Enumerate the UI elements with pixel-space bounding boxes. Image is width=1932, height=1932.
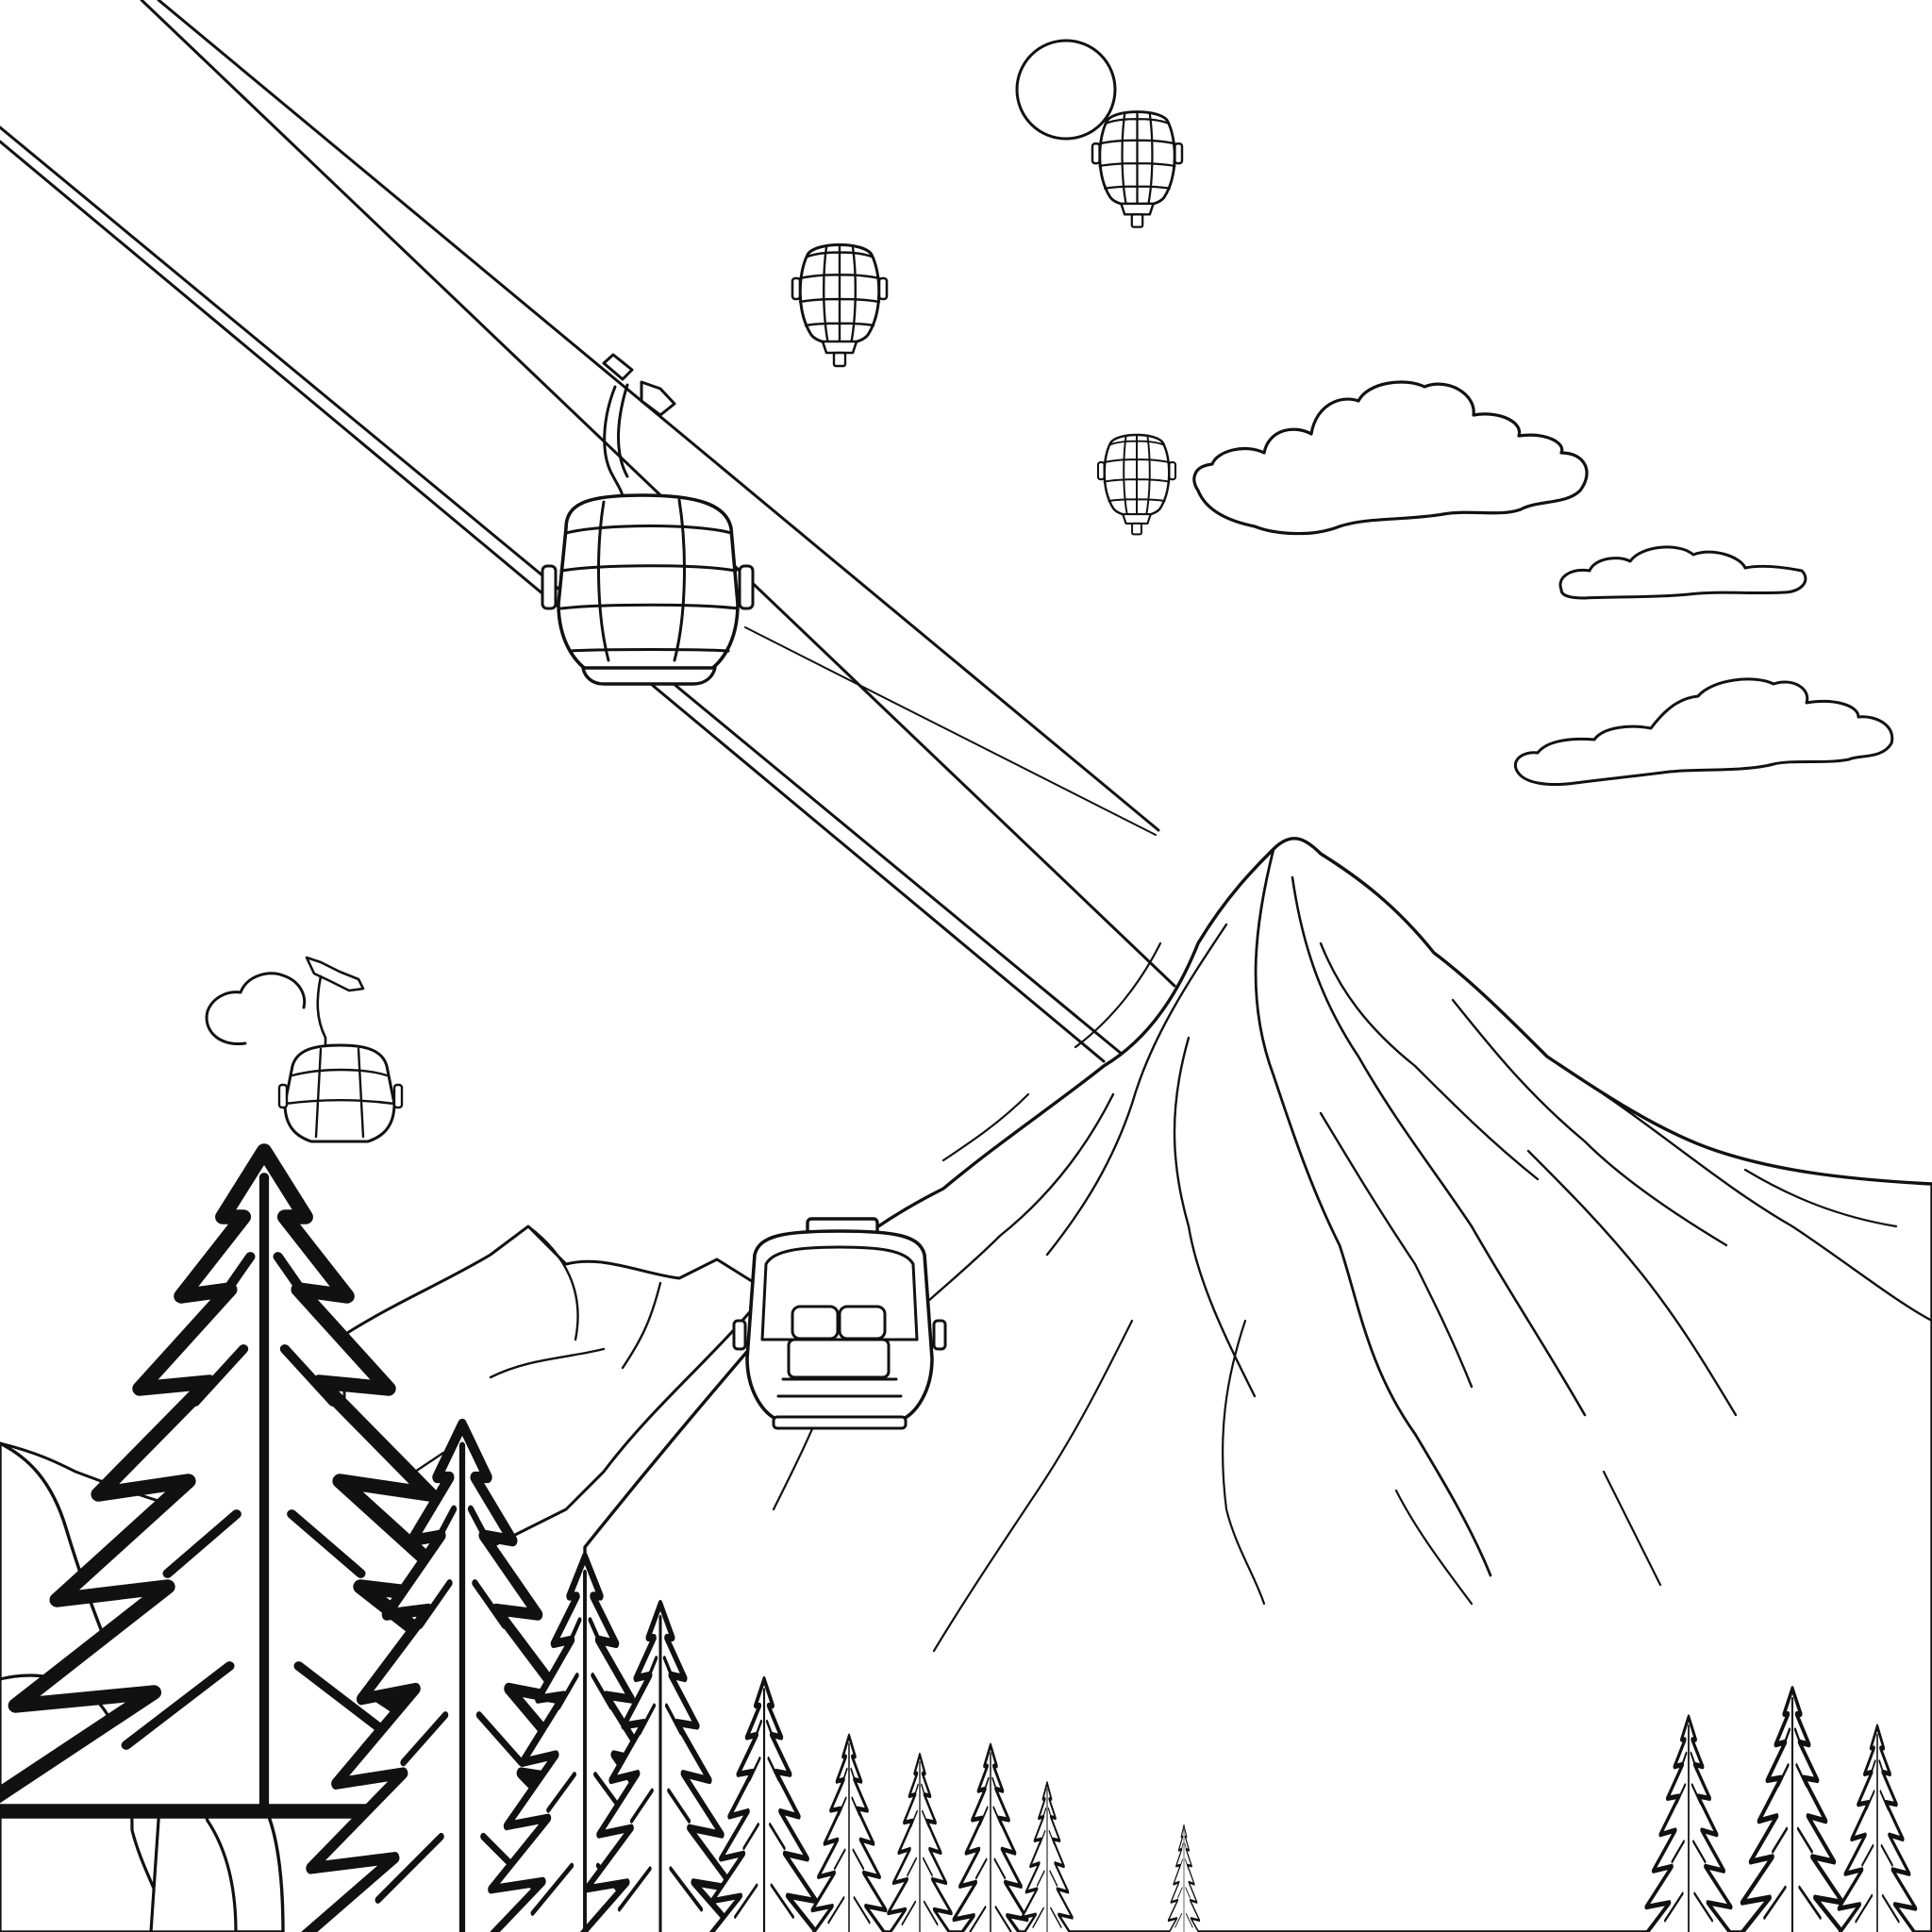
gondola-pod-upper-right	[1091, 110, 1184, 229]
gondola-front	[732, 1217, 947, 1430]
gondola-main	[541, 353, 755, 686]
cloud-medium	[1558, 545, 1807, 600]
cloud-right	[1513, 677, 1894, 787]
mountain-ridges	[772, 847, 1932, 1653]
hills-detail	[413, 1224, 662, 1474]
cloud-small	[205, 972, 307, 1045]
gondola-small-left	[277, 956, 404, 1143]
sun	[1015, 39, 1117, 141]
gondola-pod-upper-center	[791, 243, 889, 368]
gondola-pod-mid	[1096, 433, 1177, 536]
cloud-large	[1192, 380, 1589, 536]
